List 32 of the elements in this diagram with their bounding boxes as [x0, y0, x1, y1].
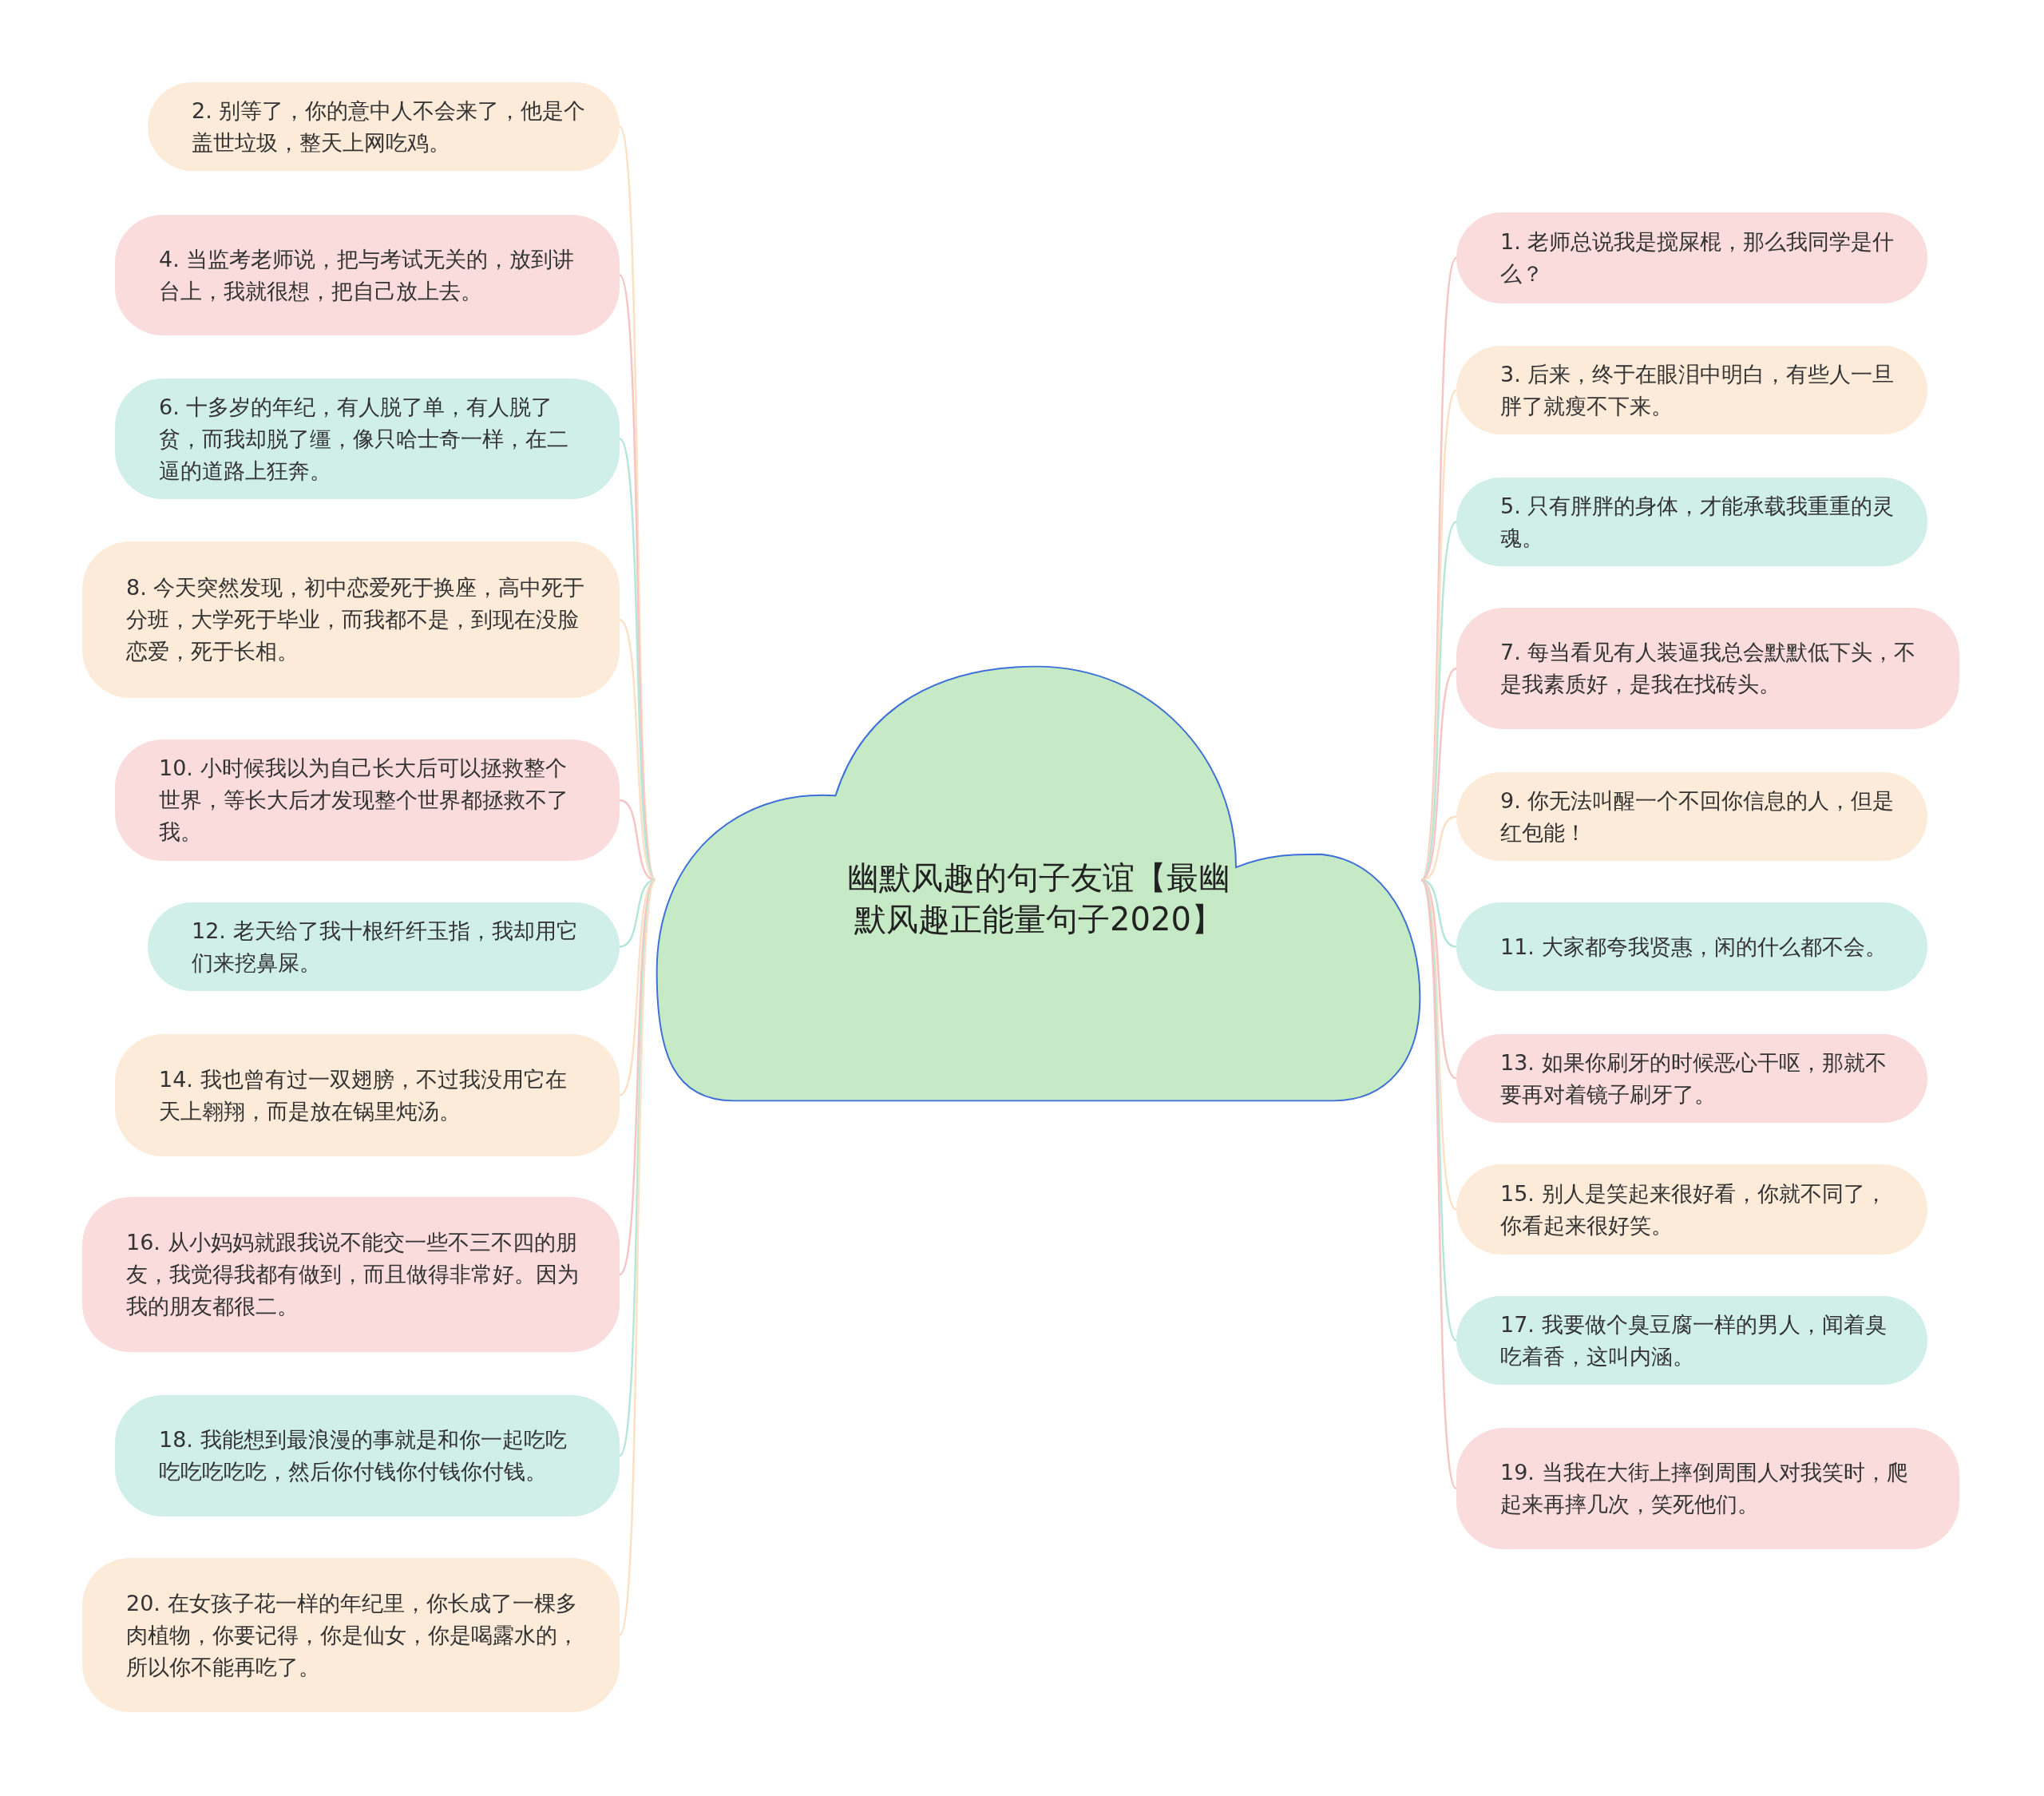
connector-line — [1420, 879, 1457, 1080]
quote-text: 2. 别等了，你的意中人不会来了，他是个盖世垃圾，整天上网吃鸡。 — [192, 97, 587, 157]
connector-line — [1420, 879, 1458, 1489]
quote-bubble — [82, 541, 620, 698]
quote-bubble — [82, 1197, 620, 1352]
quote-text: 1. 老师总说我是搅屎棍，那么我同学是什么？ — [1500, 228, 1895, 287]
connector-line — [618, 879, 657, 1635]
quote-text: 16. 从小妈妈就跟我说不能交一些不三不四的朋友，我觉得我都有做到，而且做得非常好。因为我的朋友都很二。 — [126, 1229, 580, 1320]
quote-text: 6. 十多岁的年纪，有人脱了单，有人脱了贫，而我却脱了缰，像只哈士奇一样，在二逼的道路上狂奔。 — [159, 393, 569, 485]
connector-line — [1420, 815, 1457, 882]
quote-text: 8. 今天突然发现，初中恋爱死于换座，高中死于分班，大学死于毕业，而我都不是，到现在没脸恋爱，死于长相。 — [126, 574, 586, 665]
quote-text: 3. 后来，终于在眼泪中明白，有些人一旦胖了就瘦不下来。 — [1500, 360, 1895, 420]
quote-text: 10. 小时候我以为自己长大后可以拯救整个世界，等长大后才发现整个世界都拯救不了我。 — [159, 755, 569, 846]
quote-text: 15. 别人是笑起来很好看，你就不同了，你看起来很好笑。 — [1500, 1179, 1888, 1239]
connector-line — [619, 619, 656, 881]
quote-text: 4. 当监考老师说，把与考试无关的，放到讲台上，我就很想，把自己放上去。 — [159, 245, 576, 305]
quote-text: 18. 我能想到最浪漫的事就是和你一起吃吃吃吃吃吃吃，然后你付钱你付钱你付钱。 — [159, 1426, 568, 1485]
connector-line — [619, 799, 656, 882]
quote-text: 7. 每当看见有人装逼我总会默默低下头，不是我素质好，是我在找砖头。 — [1500, 639, 1917, 698]
connector-line — [1420, 521, 1457, 881]
quote-text: 14. 我也曾有过一双翅膀，不过我没用它在天上翱翔，而是放在锅里炖汤。 — [159, 1065, 568, 1125]
central-topic-text: 幽默风趣的句子友谊【最幽默风趣正能量句子2020】 — [846, 858, 1231, 939]
quote-text: 12. 老天给了我十根纤纤玉指，我却用它们来挖鼻屎。 — [192, 917, 579, 977]
quote-text: 13. 如果你刷牙的时候恶心干呕，那就不要再对着镜子刷牙了。 — [1500, 1049, 1888, 1108]
quote-text: 17. 我要做个臭豆腐一样的男人，闻着臭吃着香，这叫内涵。 — [1500, 1310, 1888, 1370]
connector-line — [619, 879, 656, 1096]
quote-text: 11. 大家都夸我贤惠，闲的什么都不会。 — [1500, 933, 1888, 961]
quote-text: 5. 只有胖胖的身体，才能承载我重重的灵魂。 — [1500, 492, 1895, 552]
quote-text: 9. 你无法叫醒一个不回你信息的人，但是红包能！ — [1500, 787, 1895, 846]
quote-bubble — [82, 1558, 620, 1712]
quote-text: 19. 当我在大街上摔倒周围人对我笑时，爬起来再摔几次，笑死他们。 — [1500, 1459, 1909, 1518]
quote-text: 20. 在女孩子花一样的年纪里，你长成了一棵多肉植物，你要记得，你是仙女，你是喝露水的，所以你不能再吃了。 — [126, 1589, 580, 1681]
